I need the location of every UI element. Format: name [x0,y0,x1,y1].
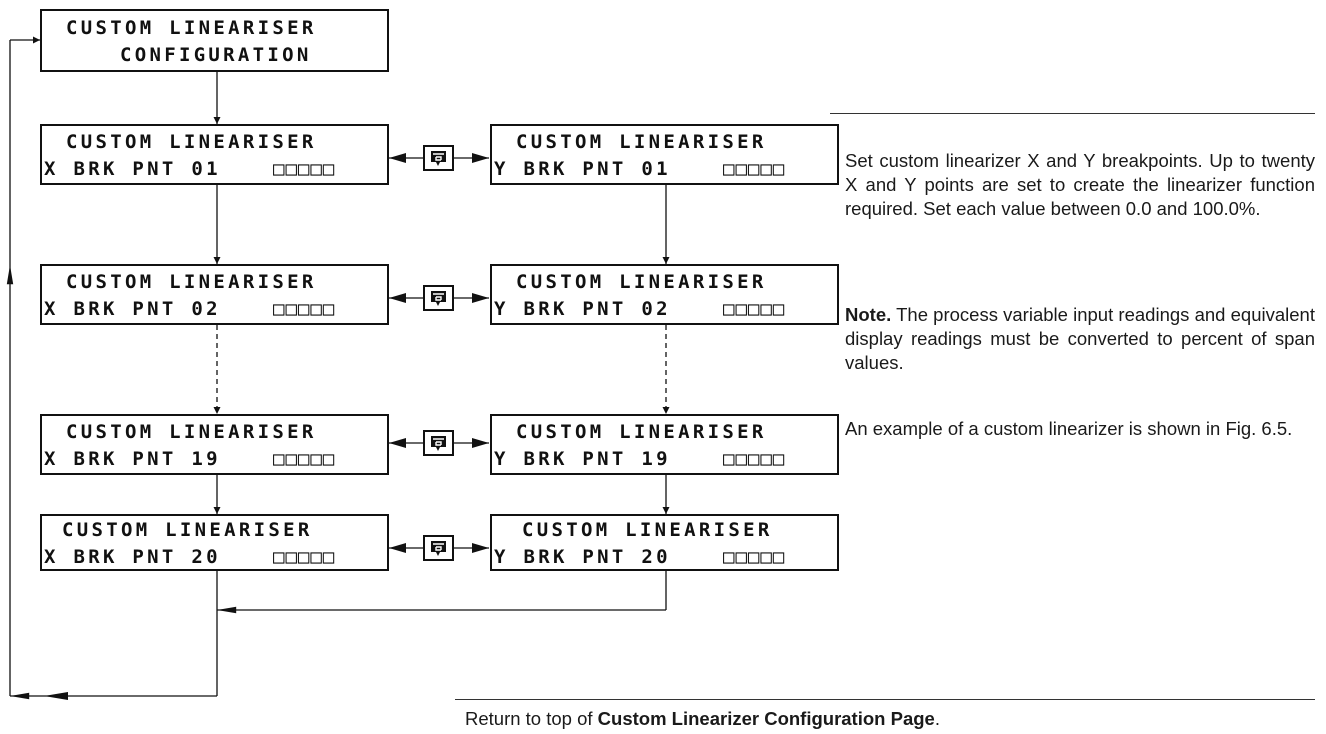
y-breakpoint-01-box: CUSTOM LINEARISER Y BRK PNT 01 □□□□□ [490,124,839,185]
cycle-key-icon[interactable] [388,430,490,456]
y-box-label: Y BRK PNT 02 [494,298,671,320]
y-box-title: CUSTOM LINEARISER [516,421,767,443]
cycle-key-icon[interactable] [388,285,490,311]
y-box-value: □□□□□ [723,298,786,320]
y-box-title: CUSTOM LINEARISER [522,519,773,541]
x-breakpoint-02-box: CUSTOM LINEARISER X BRK PNT 02 □□□□□ [40,264,389,325]
y-box-title: CUSTOM LINEARISER [516,131,767,153]
note-body: The process variable input readings and … [845,304,1315,373]
breakpoint-description: Set custom linearizer X and Y breakpoint… [845,150,1315,219]
cycle-key-icon[interactable] [388,145,490,171]
y-breakpoint-02-box: CUSTOM LINEARISER Y BRK PNT 02 □□□□□ [490,264,839,325]
x-breakpoint-01-box: CUSTOM LINEARISER X BRK PNT 01 □□□□□ [40,124,389,185]
x-breakpoint-20-box: CUSTOM LINEARISER X BRK PNT 20 □□□□□ [40,514,389,571]
bottom-rule [455,699,1315,700]
example-reference: An example of a custom linearizer is sho… [845,418,1293,439]
footer-prefix: Return to top of [465,708,598,729]
x-box-value: □□□□□ [273,448,336,470]
y-box-value: □□□□□ [723,448,786,470]
y-box-value: □□□□□ [723,546,786,568]
note-paragraph: Note. The process variable input reading… [845,303,1315,375]
config-header-box: CUSTOM LINEARISER CONFIGURATION [40,9,389,72]
y-breakpoint-19-box: CUSTOM LINEARISER Y BRK PNT 19 □□□□□ [490,414,839,475]
x-box-value: □□□□□ [273,298,336,320]
footer-suffix: . [934,708,940,729]
x-box-title: CUSTOM LINEARISER [66,271,317,293]
note-label: Note. [845,304,892,325]
x-box-value: □□□□□ [273,546,336,568]
x-box-label: X BRK PNT 02 [44,298,221,320]
x-box-label: X BRK PNT 20 [44,546,221,568]
footer-page-link[interactable]: Custom Linearizer Configuration Page [597,708,935,729]
header-line-2: CONFIGURATION [120,44,312,66]
y-box-title: CUSTOM LINEARISER [516,271,767,293]
y-box-value: □□□□□ [723,158,786,180]
x-box-title: CUSTOM LINEARISER [62,519,313,541]
x-box-label: X BRK PNT 01 [44,158,221,180]
cycle-key-icon[interactable] [388,535,490,561]
x-box-title: CUSTOM LINEARISER [66,131,317,153]
y-box-label: Y BRK PNT 19 [494,448,671,470]
y-breakpoint-20-box: CUSTOM LINEARISER Y BRK PNT 20 □□□□□ [490,514,839,571]
top-rule [830,113,1315,114]
y-box-label: Y BRK PNT 01 [494,158,671,180]
x-box-label: X BRK PNT 19 [44,448,221,470]
y-box-label: Y BRK PNT 20 [494,546,671,568]
x-breakpoint-19-box: CUSTOM LINEARISER X BRK PNT 19 □□□□□ [40,414,389,475]
x-box-value: □□□□□ [273,158,336,180]
header-line-1: CUSTOM LINEARISER [66,17,317,39]
footer-text: Return to top of Custom Linearizer Confi… [465,707,1315,731]
x-box-title: CUSTOM LINEARISER [66,421,317,443]
